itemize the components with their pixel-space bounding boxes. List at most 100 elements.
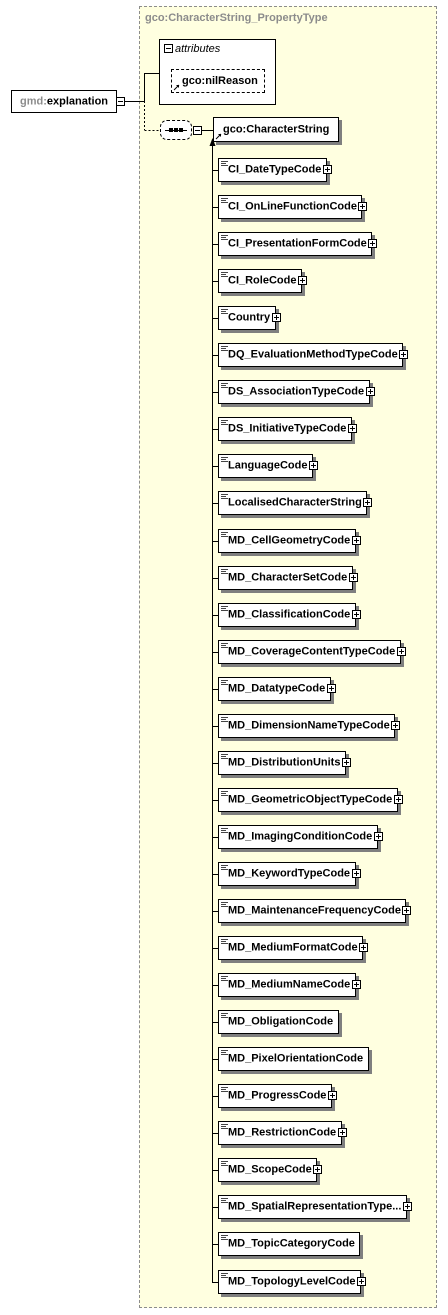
expand-toggle[interactable] [359, 943, 368, 952]
substitute-element[interactable]: MD_DimensionNameTypeCode [218, 714, 395, 738]
expand-toggle[interactable] [402, 906, 411, 915]
root-element-box[interactable]: gmd:explanation [11, 90, 117, 113]
substitute-element[interactable]: DS_AssociationTypeCode [218, 380, 370, 404]
element-lines-icon [221, 717, 228, 723]
root-name: explanation [46, 95, 109, 107]
substitute-element[interactable]: DQ_EvaluationMethodTypeCode [218, 343, 403, 367]
expand-toggle[interactable] [399, 350, 408, 359]
substitute-label: Country [228, 311, 271, 324]
substitute-element[interactable]: CI_OnLineFunctionCode [218, 195, 362, 219]
substitute-element[interactable]: MD_ImagingConditionCode [218, 825, 378, 849]
expand-toggle[interactable] [394, 795, 403, 804]
element-lines-icon [221, 198, 228, 204]
expand-toggle[interactable] [366, 387, 375, 396]
substitute-element[interactable]: MD_ProgressCode [218, 1084, 332, 1108]
element-lines-icon [221, 1235, 228, 1241]
reference-arrow-icon [173, 84, 180, 91]
substitute-label: DS_AssociationTypeCode [228, 385, 365, 398]
substitute-label: CI_DateTypeCode [228, 163, 322, 176]
substitute-element[interactable]: MD_RestrictionCode [218, 1121, 342, 1145]
substitute-element[interactable]: MD_CellGeometryCode [218, 529, 356, 553]
substitute-element[interactable]: CI_DateTypeCode [218, 158, 327, 182]
expand-toggle[interactable] [342, 758, 351, 767]
choice-compositor[interactable] [160, 120, 192, 140]
expand-toggle[interactable] [338, 1128, 347, 1137]
expand-toggle[interactable] [397, 647, 406, 656]
substitute-element[interactable]: MD_ScopeCode [218, 1158, 317, 1182]
element-lines-icon [221, 791, 228, 797]
substitute-label: MD_ClassificationCode [228, 608, 351, 621]
element-lines-icon [221, 569, 228, 575]
expand-toggle[interactable] [357, 1277, 366, 1286]
substitute-element[interactable]: MD_MediumNameCode [218, 973, 356, 997]
element-lines-icon [221, 754, 228, 760]
substitute-element[interactable]: MD_ObligationCode [218, 1010, 339, 1034]
substitute-element[interactable]: MD_MediumFormatCode [218, 936, 363, 960]
substitute-label: DQ_EvaluationMethodTypeCode [228, 348, 398, 361]
expand-toggle[interactable] [323, 165, 332, 174]
expand-toggle[interactable] [352, 980, 361, 989]
element-lines-icon [221, 902, 228, 908]
element-lines-icon [221, 457, 228, 463]
expand-toggle[interactable] [328, 1091, 337, 1100]
element-lines-icon [221, 828, 228, 834]
substitute-element[interactable]: MD_TopicCategoryCode [218, 1232, 360, 1256]
substitute-label: CI_RoleCode [228, 274, 297, 287]
substitute-element[interactable]: MD_CharacterSetCode [218, 566, 353, 590]
attributes-title: attributes [175, 43, 221, 55]
nil-reason-attribute[interactable]: gco:nilReason [171, 69, 265, 93]
expand-toggle[interactable] [391, 721, 400, 730]
substitute-element[interactable]: MD_TopologyLevelCode [218, 1270, 361, 1294]
element-lines-icon [221, 1087, 228, 1093]
substitute-label: MD_DatatypeCode [228, 682, 326, 695]
choice-collapse-toggle[interactable] [193, 126, 202, 135]
character-string-element[interactable]: gco:CharacterString [213, 117, 339, 142]
expand-toggle[interactable] [309, 461, 318, 470]
root-collapse-toggle[interactable] [116, 97, 125, 106]
expand-toggle[interactable] [358, 202, 367, 211]
substitute-label: MD_CellGeometryCode [228, 534, 351, 547]
expand-toggle[interactable] [374, 832, 383, 841]
expand-toggle[interactable] [349, 573, 358, 582]
element-lines-icon [221, 161, 228, 167]
element-lines-icon [221, 1273, 228, 1279]
substitute-label: MD_ImagingConditionCode [228, 830, 373, 843]
expand-toggle[interactable] [313, 1165, 322, 1174]
substitute-element[interactable]: Country [218, 306, 276, 330]
expand-toggle[interactable] [363, 498, 372, 507]
substitute-element[interactable]: MD_MaintenanceFrequencyCode [218, 899, 406, 923]
substitute-element[interactable]: LocalisedCharacterString [218, 491, 367, 515]
expand-toggle[interactable] [348, 424, 357, 433]
substitute-element[interactable]: DS_InitiativeTypeCode [218, 417, 352, 441]
substitute-label: MD_ObligationCode [228, 1015, 334, 1028]
element-lines-icon [221, 532, 228, 538]
substitute-label: MD_DimensionNameTypeCode [228, 719, 390, 732]
element-lines-icon [221, 272, 228, 278]
element-lines-icon [221, 494, 228, 500]
expand-toggle[interactable] [352, 869, 361, 878]
substitute-element[interactable]: MD_DatatypeCode [218, 677, 331, 701]
substitute-label: MD_RestrictionCode [228, 1126, 337, 1139]
substitute-element[interactable]: MD_PixelOrientationCode [218, 1047, 369, 1071]
substitute-element[interactable]: CI_RoleCode [218, 269, 302, 293]
element-lines-icon [221, 420, 228, 426]
substitute-element[interactable]: MD_KeywordTypeCode [218, 862, 356, 886]
nil-reason-label: gco:nilReason [182, 75, 258, 87]
expand-toggle[interactable] [352, 536, 361, 545]
substitute-element[interactable]: MD_SpatialRepresentationType... [218, 1195, 407, 1219]
substitute-element[interactable]: MD_ClassificationCode [218, 603, 356, 627]
expand-toggle[interactable] [403, 1202, 412, 1211]
substitute-label: MD_MaintenanceFrequencyCode [228, 904, 401, 917]
attributes-collapse-toggle[interactable] [164, 44, 173, 53]
substitute-element[interactable]: CI_PresentationFormCode [218, 232, 372, 256]
expand-toggle[interactable] [298, 276, 307, 285]
substitute-element[interactable]: MD_CoverageContentTypeCode [218, 640, 401, 664]
expand-toggle[interactable] [327, 684, 336, 693]
expand-toggle[interactable] [272, 313, 281, 322]
expand-toggle[interactable] [368, 239, 377, 248]
substitute-element[interactable]: MD_DistributionUnits [218, 751, 346, 775]
substitute-element[interactable]: LanguageCode [218, 454, 313, 478]
substitute-element[interactable]: MD_GeometricObjectTypeCode [218, 788, 398, 812]
expand-toggle[interactable] [352, 610, 361, 619]
